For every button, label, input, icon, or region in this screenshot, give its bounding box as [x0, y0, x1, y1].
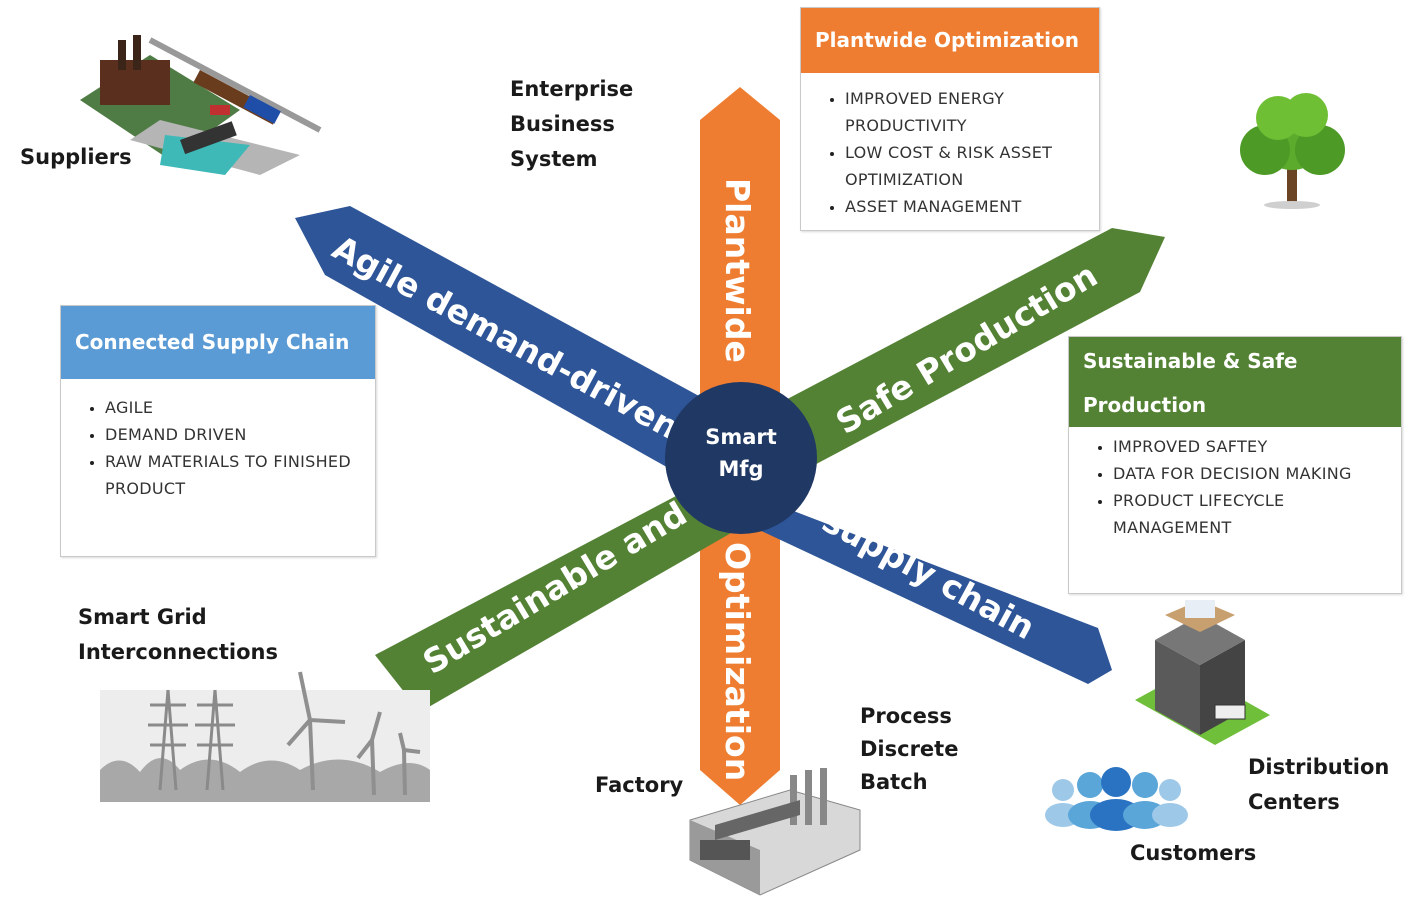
process-label: Process Discrete Batch — [860, 700, 958, 799]
list-item: IMPROVED ENERGY PRODUCTIVITY — [845, 85, 1085, 139]
list-item: LOW COST & RISK ASSET OPTIMIZATION — [845, 139, 1085, 193]
power-grid-wind-illustration — [100, 671, 430, 802]
supply-chain-illustration — [80, 35, 322, 175]
warehouse-icon — [1135, 600, 1270, 745]
list-item: RAW MATERIALS TO FINISHED PRODUCT — [105, 448, 361, 502]
plantwide-box-list: IMPROVED ENERGY PRODUCTIVITY LOW COST & … — [801, 73, 1099, 234]
distribution-line: Distribution — [1248, 755, 1390, 779]
plantwide-optimization-box: Plantwide Optimization IMPROVED ENERGY P… — [800, 7, 1100, 231]
arrow-label-plantwide: Plantwide — [718, 178, 757, 363]
people-icon — [1045, 767, 1188, 831]
arrow-safe-production — [776, 228, 1165, 470]
hub-label-line2: Mfg — [718, 457, 763, 481]
process-line: Discrete — [860, 737, 959, 761]
sustain-box-title: Sustainable & Safe Production — [1069, 337, 1401, 427]
suppliers-label: Suppliers — [20, 145, 132, 169]
customers-label: Customers — [1130, 841, 1257, 865]
hub-label-line1: Smart — [705, 425, 777, 449]
enterprise-line: Business — [510, 112, 615, 136]
arrow-sustainable — [375, 470, 745, 712]
list-item: PRODUCT LIFECYCLE MANAGEMENT — [1113, 487, 1387, 541]
list-item: DATA FOR DECISION MAKING — [1113, 460, 1387, 487]
list-item: DEMAND DRIVEN — [105, 421, 361, 448]
arrow-label-agile: Agile demand-driven — [326, 228, 685, 447]
connected-box-list: AGILE DEMAND DRIVEN RAW MATERIALS TO FIN… — [61, 379, 375, 516]
connected-supply-chain-box: Connected Supply Chain AGILE DEMAND DRIV… — [60, 305, 376, 557]
smart-grid-line: Smart Grid — [78, 605, 207, 629]
smart-grid-label: Smart Grid Interconnections — [78, 600, 278, 670]
list-item: ASSET MANAGEMENT — [845, 193, 1085, 220]
center-hub — [665, 382, 817, 534]
process-line: Batch — [860, 770, 928, 794]
process-line: Process — [860, 704, 952, 728]
enterprise-line: System — [510, 147, 598, 171]
factory-icon — [689, 768, 861, 896]
list-item: IMPROVED SAFTEY — [1113, 433, 1387, 460]
enterprise-line: Enterprise — [510, 77, 634, 101]
enterprise-label: Enterprise Business System — [510, 72, 633, 177]
plantwide-box-title: Plantwide Optimization — [801, 8, 1099, 73]
factory-label: Factory — [595, 773, 684, 797]
sustain-box-list: IMPROVED SAFTEY DATA FOR DECISION MAKING… — [1069, 427, 1401, 555]
distribution-line: Centers — [1248, 790, 1340, 814]
list-item: AGILE — [105, 394, 361, 421]
smart-grid-line: Interconnections — [78, 640, 278, 664]
connected-box-title: Connected Supply Chain — [61, 306, 375, 379]
arrow-label-sustainable: Sustainable and — [416, 494, 693, 682]
sustainable-safe-production-box: Sustainable & Safe Production IMPROVED S… — [1068, 336, 1402, 594]
arrow-label-supply-chain: supply chain — [816, 501, 1041, 647]
distribution-centers-label: Distribution Centers — [1248, 750, 1389, 820]
arrow-label-safe: Safe Production — [829, 255, 1104, 442]
tree-icon — [1240, 93, 1345, 209]
arrow-label-optimization: Optimization — [718, 542, 757, 781]
